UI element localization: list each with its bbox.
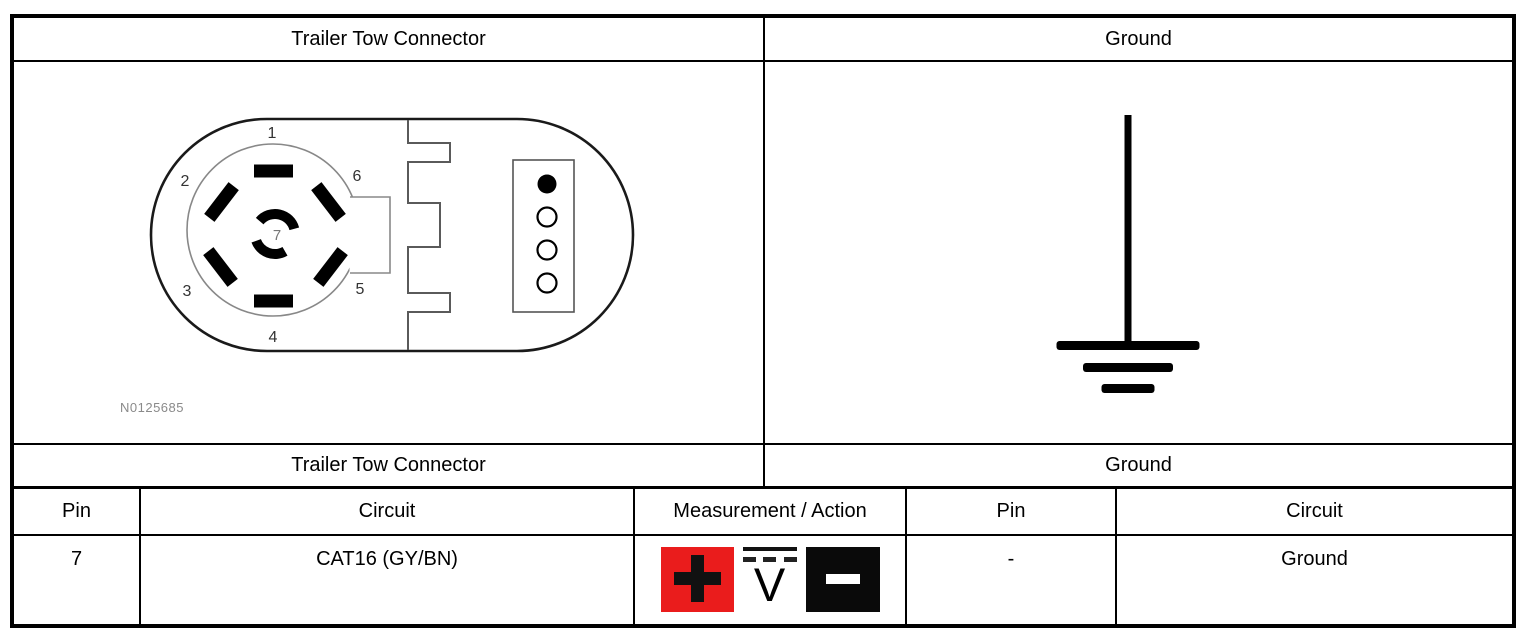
dc-solid-line	[742, 547, 797, 551]
pin-label-5: 5	[356, 281, 365, 298]
measurement-icons: V	[660, 547, 880, 612]
diagram-row: 1 2 3 4 5 6 7 N0125685	[14, 60, 1512, 443]
ground-title: Ground	[1105, 27, 1172, 50]
circuit-value-left: CAT16 (GY/BN)	[139, 536, 633, 624]
plus-vertical-bar	[690, 555, 704, 602]
tab-outline	[350, 196, 391, 274]
pin-label-6: 6	[353, 168, 362, 185]
table-header-row: Pin Circuit Measurement / Action Pin Cir…	[14, 486, 1512, 534]
ground-subtitle: Ground	[1105, 454, 1172, 476]
tab-mask	[349, 196, 392, 274]
col-header-circuit-right: Circuit	[1115, 489, 1512, 534]
col-header-circuit-left: Circuit	[139, 489, 633, 534]
section-header-right: Ground	[763, 445, 1512, 486]
connector-body-outline	[149, 117, 635, 353]
top-header-right: Ground	[763, 18, 1512, 60]
pin7-arc-top	[255, 209, 300, 231]
volts-letter: V	[753, 558, 786, 611]
col-header-pin-left: Pin	[62, 500, 91, 522]
cavity-block-outline	[512, 159, 575, 313]
trailer-tow-connector-diagram: 1 2 3 4 5 6 7	[149, 117, 635, 353]
earth-ground-symbol	[1056, 115, 1200, 393]
figure-number-label: N0125685	[120, 400, 184, 415]
cavity-3	[536, 239, 558, 261]
pin-label-3: 3	[183, 283, 192, 300]
measurement-action-cell: V	[633, 536, 905, 624]
cavity-1-filled	[537, 174, 557, 194]
table-data-row: 7 CAT16 (GY/BN) V - Ground	[14, 534, 1512, 624]
top-header-row: Trailer Tow Connector Ground	[14, 18, 1512, 60]
pin-slot-1	[254, 164, 293, 178]
pinout-sheet: Trailer Tow Connector Ground	[10, 14, 1516, 628]
ground-bar-short	[1101, 384, 1155, 393]
pin-value-right: -	[905, 536, 1115, 624]
circuit-value-right: Ground	[1115, 536, 1512, 624]
dc-voltage-icon: V	[742, 547, 797, 611]
dc-dashed-line	[742, 557, 797, 562]
negative-probe-icon	[805, 547, 880, 612]
col-header-pin-right: Pin	[905, 489, 1115, 534]
section-header-left: Trailer Tow Connector	[14, 445, 763, 486]
pin-value-left: 7	[70, 548, 83, 570]
ground-bar-medium	[1083, 363, 1173, 372]
pin-slot-6	[311, 182, 346, 222]
pin-slot-4	[254, 294, 293, 308]
trailer-tow-connector-subtitle: Trailer Tow Connector	[291, 454, 486, 476]
pin-slot-3	[203, 247, 238, 287]
cavity-4	[536, 272, 558, 294]
pin-label-4: 4	[269, 329, 278, 346]
pin-label-7: 7	[273, 227, 281, 244]
ground-bar-long	[1056, 341, 1200, 350]
pin-slot-5	[313, 247, 348, 287]
positive-probe-icon	[660, 547, 734, 612]
section-header-row: Trailer Tow Connector Ground	[14, 443, 1512, 486]
connector-diagram-cell: 1 2 3 4 5 6 7 N0125685	[14, 62, 763, 443]
col-header-measurement-action: Measurement / Action	[633, 489, 905, 534]
ground-stem	[1124, 115, 1132, 345]
minus-bar	[825, 574, 860, 584]
pin-slot-2	[204, 182, 239, 222]
trailer-tow-connector-title: Trailer Tow Connector	[291, 27, 486, 50]
pin-label-2: 2	[181, 173, 190, 190]
pin-label-1: 1	[268, 125, 277, 142]
ground-diagram-cell	[763, 62, 1512, 443]
top-header-left: Trailer Tow Connector	[14, 18, 763, 60]
cavity-2	[536, 206, 558, 228]
pin7-arc-bottom	[251, 238, 288, 259]
keyway-line	[407, 120, 451, 350]
